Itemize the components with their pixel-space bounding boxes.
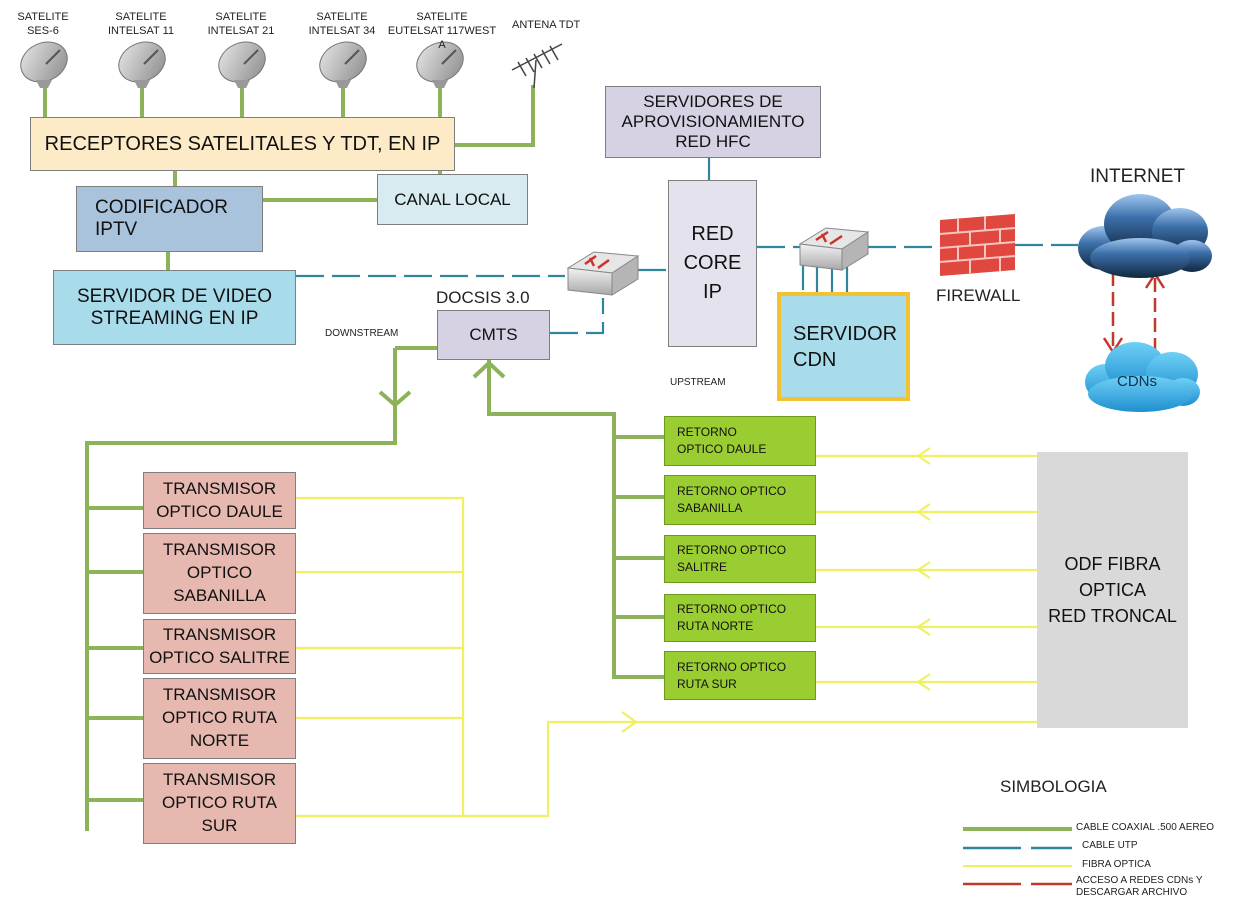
router-icon: [566, 251, 640, 296]
servidor-cdn-box: SERVIDOR CDN: [777, 292, 910, 401]
antenna-label: ANTENA TDT: [512, 19, 581, 31]
upstream-label: UPSTREAM: [670, 377, 726, 388]
red-core-box: RED CORE IP: [668, 180, 757, 347]
firewall-label: FIREWALL: [936, 286, 1021, 305]
satellite-dish-icon: [319, 41, 367, 88]
cdns-cloud-icon: [1085, 342, 1200, 412]
transmisor-box: TRANSMISOR OPTICO RUTA SUR: [143, 763, 296, 844]
legend-item-label: ACCESO A REDES CDNs Y DESCARGAR ARCHIVO: [1076, 875, 1203, 898]
internet-cloud-icon: [1078, 194, 1212, 278]
downstream-label: DOWNSTREAM: [325, 328, 399, 339]
retorno-box: RETORNO OPTICO RUTA SUR: [664, 651, 816, 700]
switch-icon: [798, 227, 870, 271]
transmisor-box: TRANSMISOR OPTICO SABANILLA: [143, 533, 296, 614]
satellite-label: SATELITE EUTELSAT 117WEST A: [387, 11, 497, 51]
codificador-box: CODIFICADOR IPTV: [76, 186, 263, 252]
legend-swatches: [963, 827, 1072, 886]
cmts-box: CMTS: [437, 310, 550, 360]
satellite-dish-icon: [416, 41, 464, 88]
tdt-antenna-icon: [511, 43, 563, 89]
retorno-box: RETORNO OPTICO DAULE: [664, 416, 816, 466]
firewall-icon: [939, 214, 1016, 276]
legend-item-label: CABLE UTP: [1082, 840, 1138, 851]
legend-item-label: CABLE COAXIAL .500 AEREO: [1076, 822, 1215, 833]
legend-item-label: FIBRA OPTICA: [1082, 859, 1151, 870]
satellite-label: SATELITE INTELSAT 21: [207, 11, 275, 37]
satellite-label: SATELITE SES-6: [17, 11, 69, 37]
transmisor-box: TRANSMISOR OPTICO RUTA NORTE: [143, 678, 296, 759]
canal-local-box: CANAL LOCAL: [377, 174, 528, 225]
satellite-dish-icon: [20, 41, 68, 88]
satellite-label: SATELITE INTELSAT 34: [308, 11, 376, 37]
coaxial-links: [43, 85, 664, 831]
cdn-access-links: [1102, 271, 1166, 355]
servidor-video-box: SERVIDOR DE VIDEO STREAMING EN IP: [53, 270, 296, 345]
fiber-links: [296, 447, 1037, 818]
satellite-dish-icon: [118, 41, 166, 88]
retorno-box: RETORNO OPTICO RUTA NORTE: [664, 594, 816, 642]
transmisor-box: TRANSMISOR OPTICO DAULE: [143, 472, 296, 529]
servidores-aprovisionamiento-box: SERVIDORES DE APROVISIONAMIENTO RED HFC: [605, 86, 821, 158]
internet-label: INTERNET: [1090, 166, 1185, 187]
satellite-dish-icon: [218, 41, 266, 88]
retorno-box: RETORNO OPTICO SABANILLA: [664, 475, 816, 525]
legend-title: SIMBOLOGIA: [1000, 777, 1107, 796]
docsis-label: DOCSIS 3.0: [436, 288, 530, 307]
cdns-label: CDNs: [1117, 373, 1157, 390]
retorno-box: RETORNO OPTICO SALITRE: [664, 535, 816, 583]
odf-box: ODF FIBRA OPTICA RED TRONCAL: [1037, 452, 1188, 728]
satellite-label: SATELITE INTELSAT 11: [107, 11, 175, 37]
receptores-box: RECEPTORES SATELITALES Y TDT, EN IP: [30, 117, 455, 171]
transmisor-box: TRANSMISOR OPTICO SALITRE: [143, 619, 296, 674]
